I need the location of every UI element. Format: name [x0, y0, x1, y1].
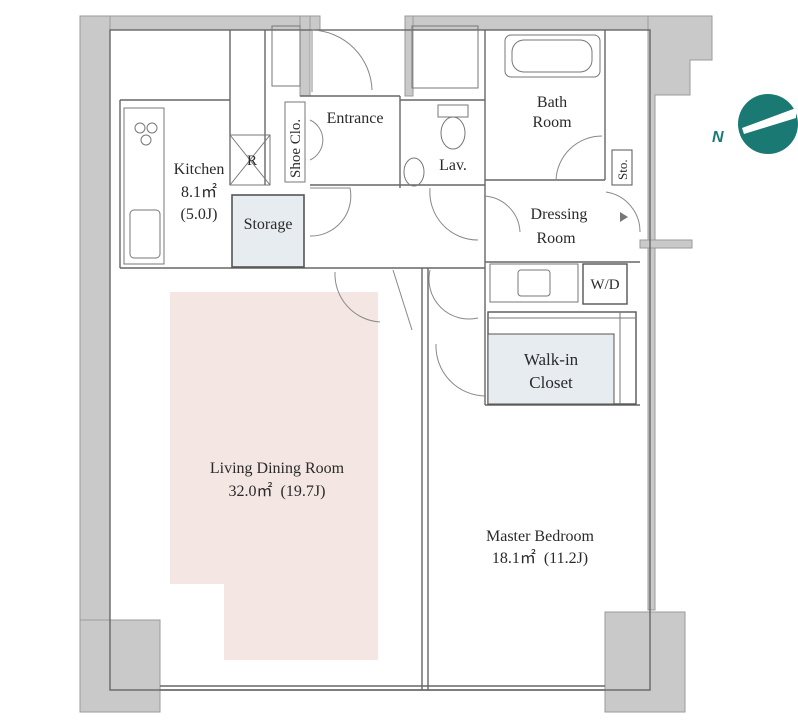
compass-label: N	[712, 129, 724, 146]
door-swings	[309, 29, 641, 397]
small-storage-box	[611, 149, 633, 186]
small-storage-label: Sto.	[615, 159, 630, 180]
bedroom-area: 18.1㎡ (11.2J)	[492, 549, 588, 567]
washer-dryer-label: W/D	[590, 277, 619, 293]
kitchen-counter	[123, 107, 165, 265]
storage-box	[231, 194, 305, 268]
bathtub	[504, 34, 601, 78]
living-floor-area	[170, 292, 378, 660]
washer-dryer-box	[582, 263, 628, 305]
walk-in-label-2: Closet	[529, 373, 573, 392]
shoe-closet-box	[284, 101, 306, 183]
walk-in-label-1: Walk-in	[524, 350, 579, 369]
walk-in-closet-box	[487, 311, 637, 405]
entrance-label: Entrance	[327, 110, 384, 127]
interior-walls	[109, 29, 651, 691]
dressing-sink	[489, 263, 579, 303]
toilet	[403, 104, 469, 187]
bath-label-1: Bath	[537, 94, 567, 111]
bedroom-label: Master Bedroom	[486, 528, 595, 545]
living-label: Living Dining Room	[210, 460, 345, 477]
arrow-marker-icon	[620, 212, 628, 222]
shoe-closet-label: Shoe Clo.	[288, 119, 304, 178]
dressing-label-2: Room	[536, 230, 576, 247]
bath-label-2: Room	[532, 114, 572, 131]
refrigerator-label: R	[247, 153, 257, 169]
lavatory-label: Lav.	[439, 157, 467, 174]
dressing-label-1: Dressing	[531, 206, 588, 223]
compass-icon	[738, 94, 798, 154]
kitchen-label: Kitchen	[174, 161, 225, 178]
kitchen-area: 8.1㎡	[181, 183, 217, 201]
refrigerator	[229, 134, 271, 186]
storage-label: Storage	[244, 216, 293, 233]
living-area: 32.0㎡ (19.7J)	[229, 482, 326, 500]
kitchen-tatami: (5.0J)	[181, 206, 218, 223]
